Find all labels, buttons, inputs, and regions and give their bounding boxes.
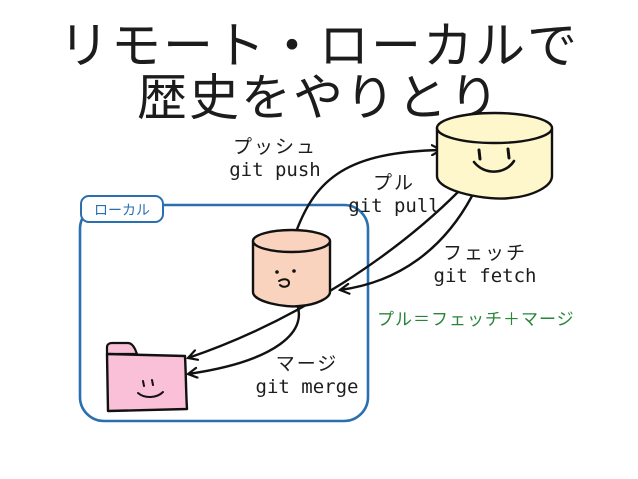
title-line-1: リモート・ローカルで [59, 17, 579, 75]
pull-label-jp: プル [372, 172, 415, 194]
title-line-2: 歴史をやりとり [137, 69, 501, 127]
working-directory-folder [105, 341, 189, 413]
smile-face-icon [472, 147, 516, 173]
merge-label-cmd: git merge [255, 376, 359, 398]
push-label-jp: プッシュ [232, 136, 317, 158]
pull-label-cmd: git pull [348, 195, 440, 217]
face-icon [275, 269, 296, 288]
pull-equals-fetch-plus-merge: プル＝フェッチ＋マージ [377, 310, 575, 330]
merge-label: マージ git merge [244, 349, 370, 398]
merge-arrow [188, 297, 301, 374]
push-arrow [294, 150, 441, 233]
push-label: プッシュ git push [220, 132, 330, 181]
remote-repository-cylinder [435, 111, 554, 200]
fetch-label-cmd: git fetch [433, 265, 537, 287]
local-area-label: ローカル [80, 195, 164, 223]
pull-label: プル git pull [344, 168, 444, 217]
merge-label-jp: マージ [275, 353, 339, 375]
local-area-box [78, 203, 370, 423]
face-icon [137, 379, 164, 398]
local-repository-cylinder [251, 228, 332, 308]
fetch-label: フェッチ git fetch [422, 238, 548, 287]
fetch-arrow [340, 195, 474, 290]
fetch-label-jp: フェッチ [442, 242, 527, 264]
push-label-cmd: git push [229, 159, 321, 181]
